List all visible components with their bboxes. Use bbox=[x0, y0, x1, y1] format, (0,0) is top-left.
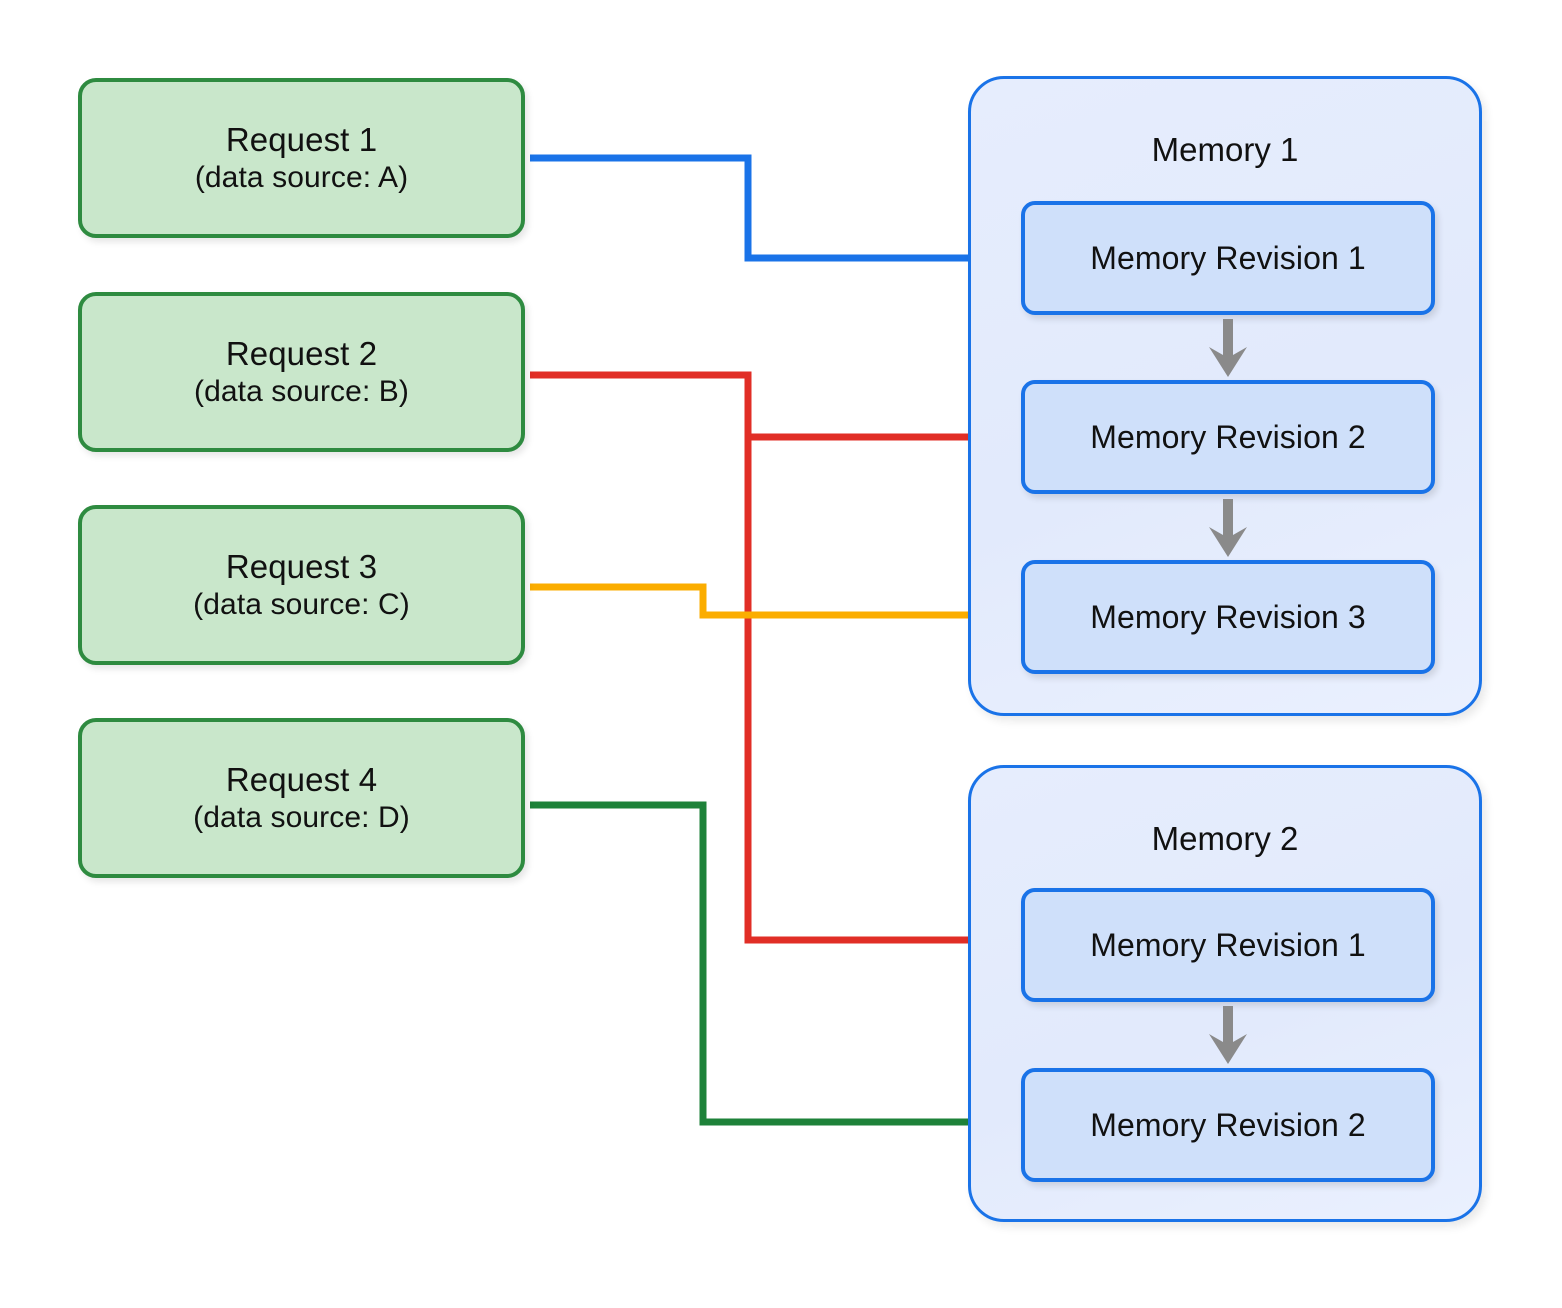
request-card-3-subtitle: (data source: C) bbox=[193, 587, 410, 621]
memory-1-revision-1-label: Memory Revision 1 bbox=[1090, 239, 1366, 276]
memory-2-revision-1-label: Memory Revision 1 bbox=[1090, 926, 1366, 963]
connector-request-4 bbox=[530, 801, 1014, 1140]
request-card-2[interactable]: Request 2 (data source: B) bbox=[78, 292, 525, 452]
memory-2-revision-1[interactable]: Memory Revision 1 bbox=[1021, 888, 1435, 1002]
request-card-1-title: Request 1 bbox=[225, 120, 378, 158]
memory-1-revision-3[interactable]: Memory Revision 3 bbox=[1021, 560, 1435, 674]
sequence-down-arrow-icon bbox=[1209, 499, 1247, 557]
request-card-4-title: Request 4 bbox=[225, 760, 378, 798]
connector-request-1-path bbox=[530, 154, 985, 262]
memory-2-revision-2-label: Memory Revision 2 bbox=[1090, 1106, 1366, 1143]
memory-group-1: Memory 1 Memory Revision 1 Memory Revisi… bbox=[968, 76, 1482, 716]
request-card-1-subtitle: (data source: A) bbox=[194, 160, 409, 194]
connector-request-3-path bbox=[530, 583, 985, 619]
memory-1-revision-2-label: Memory Revision 2 bbox=[1090, 418, 1366, 455]
request-card-1[interactable]: Request 1 (data source: A) bbox=[78, 78, 525, 238]
connector-request-1 bbox=[530, 154, 1014, 276]
request-card-2-subtitle: (data source: B) bbox=[193, 374, 410, 408]
sequence-down-arrow-icon bbox=[1209, 319, 1247, 377]
request-card-2-title: Request 2 bbox=[225, 334, 378, 372]
connector-request-2 bbox=[530, 371, 1014, 958]
request-card-3-title: Request 3 bbox=[225, 547, 378, 585]
memory-1-revision-2[interactable]: Memory Revision 2 bbox=[1021, 380, 1435, 494]
memory-2-revision-2[interactable]: Memory Revision 2 bbox=[1021, 1068, 1435, 1182]
connector-request-3 bbox=[530, 583, 1014, 633]
connector-request-4-path bbox=[530, 801, 985, 1126]
memory-group-2-title: Memory 2 bbox=[1151, 820, 1299, 857]
memory-group-2: Memory 2 Memory Revision 1 Memory Revisi… bbox=[968, 765, 1482, 1222]
connector-request-2-trunk bbox=[530, 371, 985, 944]
request-card-4-subtitle: (data source: D) bbox=[193, 800, 410, 834]
request-card-3[interactable]: Request 3 (data source: C) bbox=[78, 505, 525, 665]
memory-1-revision-1[interactable]: Memory Revision 1 bbox=[1021, 201, 1435, 315]
sequence-down-arrow-icon bbox=[1209, 1006, 1247, 1064]
request-card-4[interactable]: Request 4 (data source: D) bbox=[78, 718, 525, 878]
memory-group-1-title: Memory 1 bbox=[1151, 131, 1299, 168]
memory-1-revision-3-label: Memory Revision 3 bbox=[1090, 598, 1366, 635]
